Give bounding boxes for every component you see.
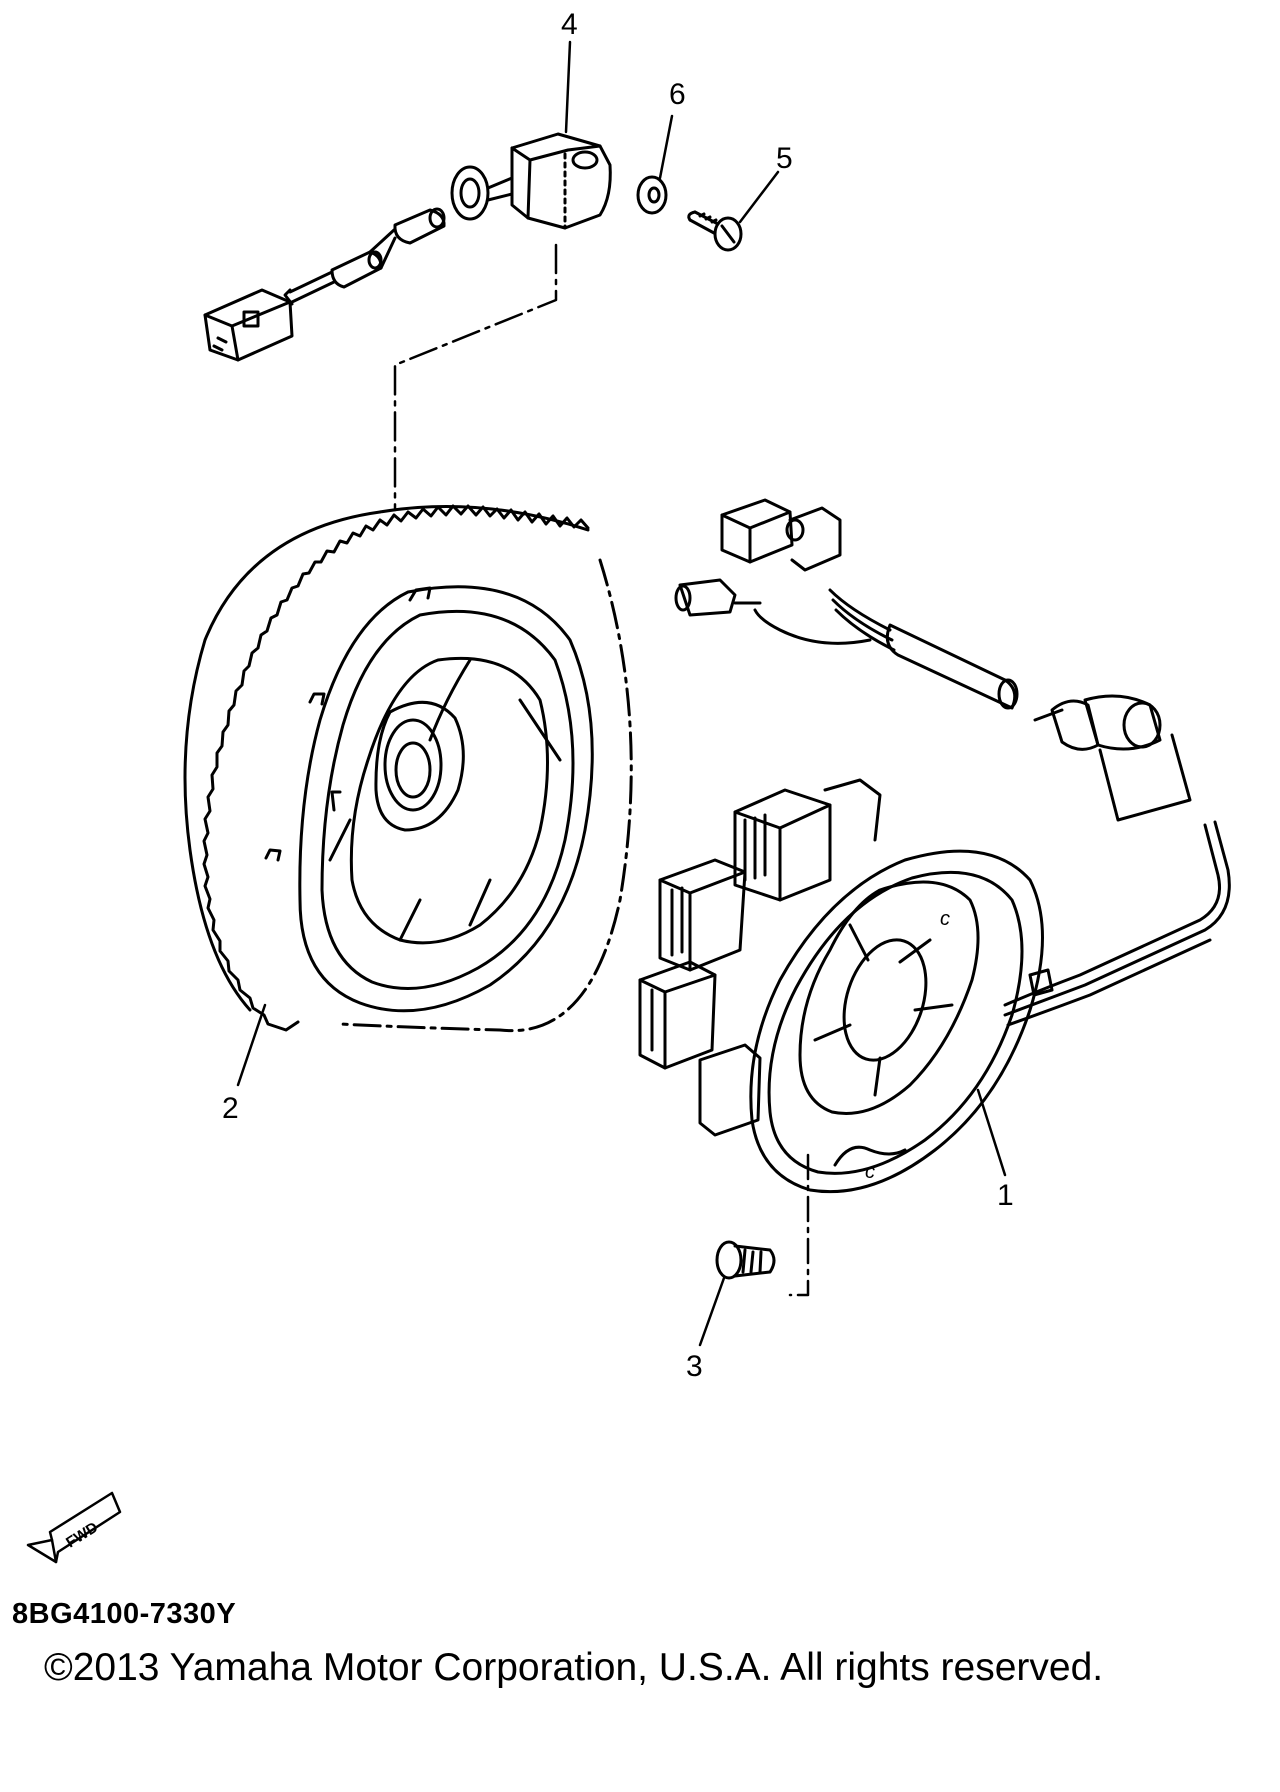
screw-part-5 — [687, 170, 780, 252]
callout-6: 6 — [669, 78, 686, 111]
callout-5: 5 — [776, 142, 793, 175]
callout-3: 3 — [686, 1350, 703, 1383]
svg-text:c: c — [940, 908, 950, 930]
stator-assembly: c c — [638, 498, 1231, 1194]
flywheel-assembly — [183, 504, 633, 1033]
pulser-coil-assembly — [203, 132, 612, 362]
copyright-notice: ©2013 Yamaha Motor Corporation, U.S.A. A… — [44, 1646, 1104, 1689]
washer-part-6 — [636, 114, 674, 215]
callout-2: 2 — [222, 1092, 239, 1125]
callout-4: 4 — [561, 8, 578, 41]
svg-text:c: c — [865, 1161, 875, 1183]
fwd-arrow-icon — [26, 1491, 122, 1564]
fwd-label: FWD — [63, 1519, 101, 1552]
callout-1: 1 — [997, 1179, 1014, 1212]
diagram-code: 8BG4100-7330Y — [12, 1598, 237, 1630]
screw-part-3 — [698, 1240, 776, 1347]
